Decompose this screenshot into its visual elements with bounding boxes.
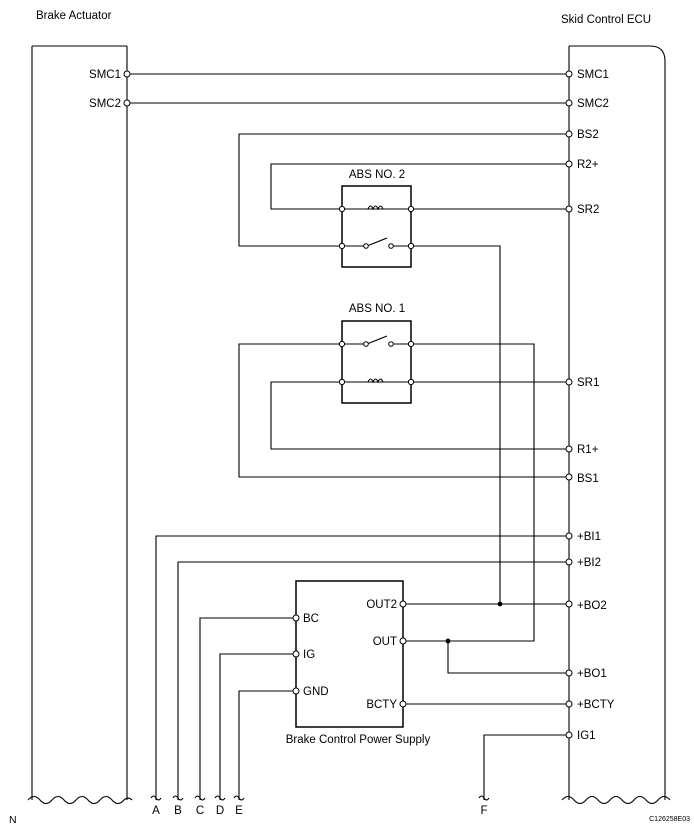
terminals bbox=[123, 70, 573, 739]
relay2-coil-icon bbox=[367, 205, 384, 211]
abs-no2-relay bbox=[341, 185, 412, 268]
connector-e: E bbox=[235, 805, 243, 817]
junction-dot bbox=[497, 601, 503, 607]
connector-c: C bbox=[196, 805, 204, 817]
wire-bi2 bbox=[177, 561, 569, 800]
wire-relay2-to-out2 bbox=[411, 245, 501, 604]
ecu-pin-bs2: BS2 bbox=[577, 129, 599, 141]
actuator-pin-smc1: SMC1 bbox=[89, 69, 121, 81]
wire-bs2 bbox=[238, 133, 569, 247]
ecu-pin-bi1: +BI1 bbox=[577, 531, 601, 543]
ecu-pin-ig1: IG1 bbox=[577, 730, 596, 742]
skid-control-ecu-title: Skid Control ECU bbox=[561, 14, 651, 26]
psu-pin-ig: IG bbox=[303, 649, 315, 661]
wires bbox=[127, 73, 569, 800]
ecu-pin-bo2: +BO2 bbox=[577, 600, 607, 612]
wire-bo1 bbox=[447, 641, 569, 674]
psu-pin-bc: BC bbox=[303, 613, 319, 625]
ecu-break-line bbox=[561, 795, 671, 805]
corner-label-n: N bbox=[9, 814, 17, 826]
wire-bs1 bbox=[238, 343, 569, 478]
wire-relay1-to-out bbox=[405, 343, 535, 642]
wire-r2-plus bbox=[270, 163, 569, 210]
psu-pin-out: OUT bbox=[373, 636, 397, 648]
wire-bi1 bbox=[155, 535, 569, 800]
psu-pin-gnd: GND bbox=[303, 686, 329, 698]
ecu-pin-r1-plus: R1+ bbox=[577, 444, 599, 456]
actuator-pin-smc2: SMC2 bbox=[89, 98, 121, 110]
abs-no1-label: ABS NO. 1 bbox=[349, 303, 405, 315]
ecu-pin-sr1: SR1 bbox=[577, 377, 599, 389]
wire-r1-plus bbox=[270, 381, 569, 450]
relay1-coil-icon bbox=[367, 378, 384, 384]
abs-no1-relay bbox=[341, 320, 412, 404]
power-supply-label: Brake Control Power Supply bbox=[286, 734, 431, 746]
brake-control-power-supply-box bbox=[295, 580, 404, 728]
psu-pin-out2: OUT2 bbox=[366, 599, 397, 611]
ecu-pin-smc2: SMC2 bbox=[577, 98, 609, 110]
ecu-pin-labels: SMC1 SMC2 BS2 R2+ SR2 SR1 R1+ BS1 +BI1 +… bbox=[577, 69, 615, 742]
brake-actuator-title: Brake Actuator bbox=[36, 10, 112, 22]
relay2-switch-icon bbox=[342, 237, 411, 247]
wire-ig1 bbox=[483, 734, 569, 800]
relay1-switch-icon bbox=[342, 335, 411, 345]
connector-b: B bbox=[174, 805, 182, 817]
actuator-break-line bbox=[27, 795, 133, 805]
connector-f: F bbox=[480, 805, 487, 817]
wire-ig bbox=[219, 653, 296, 800]
ecu-pin-smc1: SMC1 bbox=[577, 69, 609, 81]
ecu-pin-sr2: SR2 bbox=[577, 204, 599, 216]
ecu-pin-bs1: BS1 bbox=[577, 473, 599, 485]
ecu-pin-bcty: +BCTY bbox=[577, 699, 615, 711]
connector-d: D bbox=[216, 805, 224, 817]
figure-code: C126258E03 bbox=[649, 816, 690, 823]
abs-no2-label: ABS NO. 2 bbox=[349, 169, 405, 181]
ecu-pin-r2-plus: R2+ bbox=[577, 159, 599, 171]
wire-bc bbox=[199, 617, 296, 800]
wire-gnd bbox=[238, 690, 296, 800]
ecu-pin-bi2: +BI2 bbox=[577, 557, 601, 569]
connector-a: A bbox=[152, 805, 160, 817]
junction-dot bbox=[445, 638, 451, 644]
wire-break-marks bbox=[150, 795, 490, 801]
psu-pin-bcty: BCTY bbox=[366, 699, 397, 711]
brake-actuator-body bbox=[31, 45, 128, 800]
ecu-pin-bo1: +BO1 bbox=[577, 668, 607, 680]
